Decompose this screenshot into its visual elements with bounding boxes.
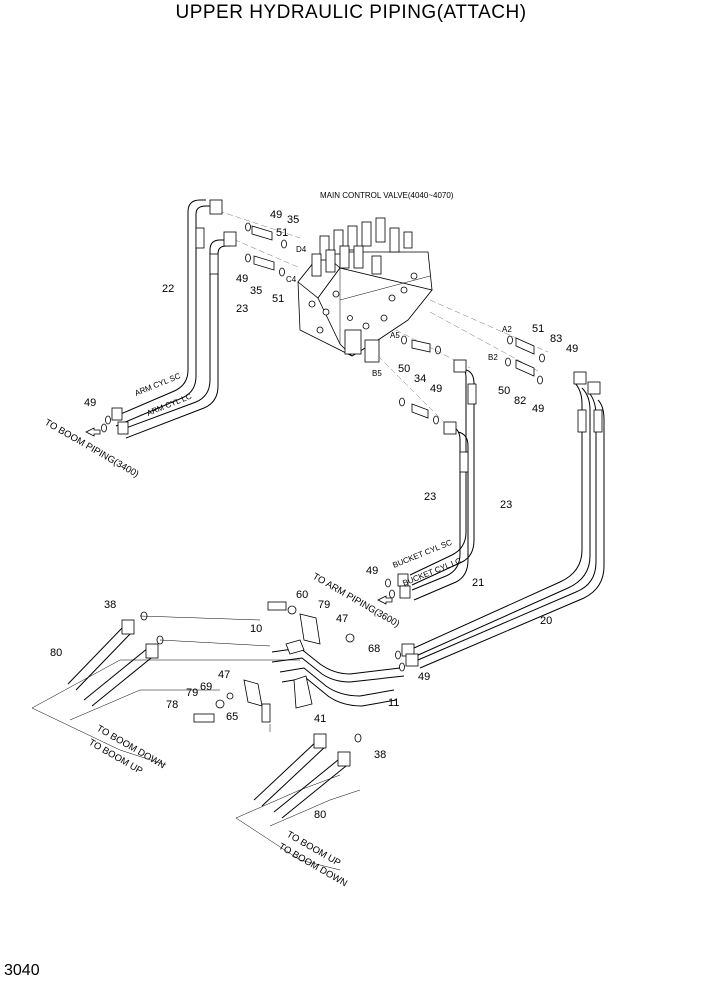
svg-text:A2: A2 [502, 325, 512, 334]
svg-text:35: 35 [287, 214, 299, 226]
svg-text:B2: B2 [488, 353, 498, 362]
svg-text:49: 49 [84, 397, 96, 409]
arm-hoses [115, 199, 230, 439]
svg-text:22: 22 [162, 283, 174, 295]
valve-label: MAIN CONTROL VALVE(4040~4070) [320, 191, 454, 200]
svg-text:34: 34 [414, 373, 426, 385]
page-title: UPPER HYDRAULIC PIPING(ATTACH) [175, 2, 527, 23]
svg-text:60: 60 [296, 589, 308, 601]
main-control-valve [297, 217, 433, 363]
svg-text:47: 47 [336, 613, 348, 625]
svg-text:78: 78 [166, 699, 178, 711]
svg-text:50: 50 [498, 385, 510, 397]
svg-text:83: 83 [550, 333, 562, 345]
svg-text:23: 23 [236, 303, 248, 315]
svg-text:38: 38 [104, 599, 116, 611]
svg-text:23: 23 [500, 499, 512, 511]
svg-text:51: 51 [276, 227, 288, 239]
svg-text:23: 23 [424, 491, 436, 503]
fittings [111, 199, 601, 667]
svg-text:80: 80 [314, 809, 326, 821]
o-rings [101, 222, 545, 743]
svg-text:82: 82 [514, 395, 526, 407]
arm-cyl-sc-label: ARM CYL SC [133, 371, 182, 398]
svg-text:38: 38 [374, 749, 386, 761]
svg-text:21: 21 [472, 577, 484, 589]
svg-text:49: 49 [532, 403, 544, 415]
valve-spools [311, 217, 413, 277]
svg-text:B5: B5 [372, 369, 382, 378]
port-labels: D4 C4 A2 B2 A5 B5 [286, 245, 512, 378]
svg-text:49: 49 [430, 383, 442, 395]
svg-text:49: 49 [566, 343, 578, 355]
svg-text:69: 69 [200, 681, 212, 693]
svg-text:68: 68 [368, 643, 380, 655]
svg-text:49: 49 [270, 209, 282, 221]
svg-text:49: 49 [236, 273, 248, 285]
svg-text:80: 80 [50, 647, 62, 659]
svg-text:51: 51 [532, 323, 544, 335]
arm-cyl-lc-label: ARM CYL LC [145, 392, 193, 418]
svg-text:49: 49 [418, 671, 430, 683]
svg-text:11: 11 [388, 697, 399, 709]
part-callouts: 22 23 49 35 51 49 35 51 49 23 23 51 83 4… [50, 209, 578, 821]
svg-text:49: 49 [366, 565, 378, 577]
svg-text:79: 79 [318, 599, 330, 611]
svg-text:C4: C4 [286, 275, 297, 284]
page-number: 3040 [4, 962, 40, 979]
svg-text:A5: A5 [390, 331, 400, 340]
svg-text:50: 50 [398, 363, 410, 375]
direction-arrows [85, 427, 393, 605]
svg-text:35: 35 [250, 285, 262, 297]
svg-text:D4: D4 [296, 245, 307, 254]
svg-text:41: 41 [314, 713, 326, 725]
boom-hoses-80 [67, 619, 351, 819]
svg-text:10: 10 [250, 623, 262, 635]
reference-lines [31, 207, 549, 871]
svg-text:51: 51 [272, 293, 284, 305]
boom-pipe-assembly [193, 601, 405, 723]
svg-text:20: 20 [540, 615, 552, 627]
svg-text:47: 47 [218, 669, 230, 681]
svg-text:79: 79 [186, 687, 198, 699]
svg-text:65: 65 [226, 711, 238, 723]
boom-hoses-20-21 [413, 381, 605, 669]
